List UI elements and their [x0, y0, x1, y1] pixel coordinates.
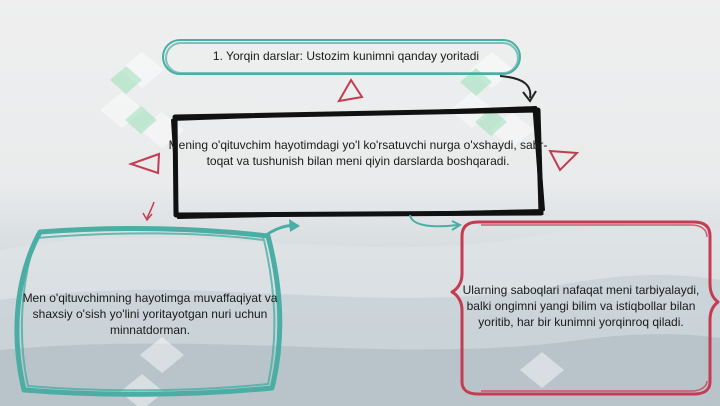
arrow-pill-to-center	[499, 75, 532, 99]
watermark-logo-icon	[100, 52, 564, 406]
wave-band	[0, 334, 720, 406]
left-box	[14, 226, 283, 397]
right-box	[450, 220, 720, 396]
arrowhead	[522, 90, 537, 103]
center-box	[171, 106, 545, 219]
arrowhead	[142, 212, 153, 222]
arrow-center-to-left	[146, 201, 155, 219]
center-node-text: Mening o'qituvchim hayotimdagi yo'l ko'r…	[168, 138, 548, 168]
watermark-logo-icon	[110, 66, 507, 136]
arrowhead	[451, 220, 463, 231]
right-node-text: Ularning saboqlari nafaqat meni tarbiyal…	[462, 283, 700, 329]
triangle-marker	[548, 149, 580, 172]
title-node-text: 1. Yorqin darslar: Ustozim kunimni qanda…	[212, 49, 480, 63]
triangle-marker	[127, 152, 161, 175]
triangle-marker	[337, 78, 364, 103]
arrow-center-to-right	[409, 214, 459, 228]
left-node-text: Men o'qituvchimning hayotimga muvaffaqiy…	[22, 291, 278, 337]
title-pill	[162, 39, 521, 75]
arrowhead	[289, 219, 300, 232]
